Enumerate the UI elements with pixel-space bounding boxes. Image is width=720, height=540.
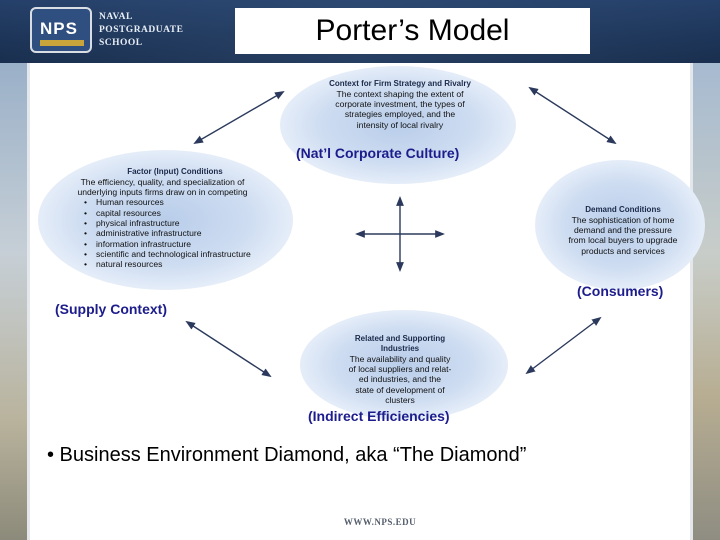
right-node-body-line: from local buyers to upgrade: [568, 235, 678, 246]
bottom-node-body-line: state of development of: [355, 384, 445, 395]
left-node-body-line: underlying inputs firms draw on in compe…: [77, 187, 248, 198]
top-node-body-line: corporate investment, the types of: [335, 99, 465, 110]
left-node-body-line: The efficiency, quality, and specializat…: [80, 177, 245, 187]
bottom-node: Related and Supporting Industries The av…: [315, 334, 485, 405]
seal-text: NPS: [40, 19, 78, 38]
list-item: capital resources: [84, 208, 285, 219]
list-item: information infrastructure: [84, 239, 285, 250]
bottom-node-body-line: of local suppliers and relat-: [348, 364, 452, 375]
bullet-text: • Business Environment Diamond, aka “The…: [47, 444, 527, 466]
left-node: Factor (Input) Conditions The efficiency…: [40, 167, 285, 270]
school-name-line: SCHOOL: [99, 38, 143, 48]
bottom-node-body-line: clusters: [385, 394, 415, 405]
right-node-label: (Consumers): [577, 283, 664, 299]
list-item: Human resources: [84, 197, 285, 208]
list-item: physical infrastructure: [84, 218, 285, 229]
right-node-title: Demand Conditions: [585, 205, 661, 214]
arrow-bottom-left: [185, 320, 272, 378]
right-node-blob: [535, 160, 705, 290]
school-name: NAVAL POSTGRADUATE SCHOOL: [99, 11, 189, 50]
bottom-node-body-line: The availability and quality: [349, 354, 451, 364]
right-node-body-line: demand and the pressure: [574, 225, 672, 236]
footer-url: WWW.NPS.EDU: [343, 517, 417, 527]
list-item: scientific and technological infrastruct…: [84, 249, 266, 260]
top-node-body-line: The context shaping the extent of: [336, 89, 464, 99]
list-item: administrative infrastructure: [84, 228, 285, 239]
left-photo-strip: [0, 63, 30, 540]
arrow-bottom-right: [525, 316, 602, 375]
school-name-line: POSTGRADUATE: [99, 25, 184, 35]
bottom-node-blob: [300, 310, 508, 420]
list-item: natural resources: [84, 259, 285, 270]
bottom-node-body-line: ed industries, and the: [358, 374, 442, 385]
left-node-list: Human resources capital resources physic…: [40, 197, 285, 269]
right-node: Demand Conditions The sophistication of …: [548, 205, 698, 256]
left-node-label: (Supply Context): [55, 301, 167, 317]
top-node-blob: [280, 66, 516, 184]
top-node-body-line: strategies employed, and the: [344, 109, 456, 120]
school-name-line: NAVAL: [99, 12, 133, 22]
arrow-top-right: [528, 86, 617, 145]
seal-banner: [40, 40, 84, 46]
slide-title: Porter’s Model: [235, 8, 590, 54]
nps-logo: NPS NAVAL POSTGRADUATE SCHOOL: [30, 7, 183, 55]
right-photo-strip: [690, 63, 720, 540]
bottom-node-title-line: Related and Supporting: [354, 334, 446, 343]
top-node-label: (Nat’l Corporate Culture): [296, 145, 460, 161]
top-node-title: Context for Firm Strategy and Rivalry: [329, 79, 471, 88]
arrow-top-left: [193, 91, 285, 144]
top-node-body-line: intensity of local rivalry: [356, 119, 444, 130]
left-node-title: Factor (Input) Conditions: [127, 167, 223, 176]
right-node-body-line: The sophistication of home: [571, 215, 675, 225]
top-node: Context for Firm Strategy and Rivalry Th…: [290, 79, 510, 130]
right-node-body-line: products and services: [581, 245, 665, 256]
bottom-node-label: (Indirect Efficiencies): [308, 408, 450, 424]
nps-seal: NPS: [30, 7, 92, 53]
bottom-node-title-line: Industries: [380, 344, 420, 353]
